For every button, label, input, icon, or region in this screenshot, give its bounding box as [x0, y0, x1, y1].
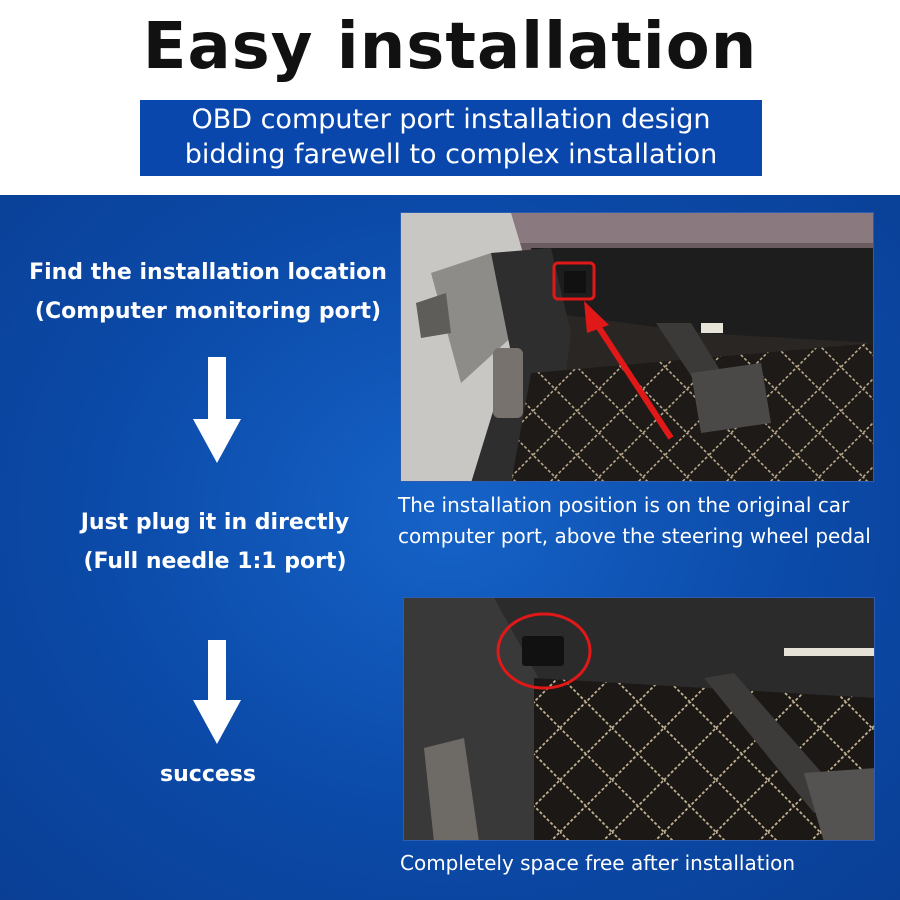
step-find-location-title: Find the installation location — [29, 260, 387, 285]
step-find-location: Find the installation location (Computer… — [18, 260, 398, 324]
red-highlight-circle-icon — [552, 261, 596, 301]
step-plug-in: Just plug it in directly (Full needle 1:… — [30, 510, 400, 574]
subtitle-line-2: bidding farewell to complex installation — [184, 139, 718, 170]
red-highlight-circle-icon — [496, 612, 592, 690]
top-photo-caption-line-1: The installation position is on the orig… — [398, 493, 850, 517]
subtitle-line-1: OBD computer port installation design — [191, 104, 711, 135]
bottom-photo-caption: Completely space free after installation — [400, 851, 796, 875]
installed-device-photo — [403, 597, 875, 841]
down-arrow-icon — [193, 357, 241, 463]
step-find-location-subtitle: (Computer monitoring port) — [34, 299, 382, 324]
top-photo-caption-line-2: computer port, above the steering wheel … — [398, 524, 871, 548]
down-arrow-icon — [193, 640, 241, 744]
obd-port-location-photo — [400, 212, 874, 482]
step-success-title: success — [160, 762, 256, 787]
step-success: success — [108, 762, 308, 787]
header-section: Easy installation OBD computer port inst… — [0, 0, 900, 195]
page-title: Easy installation — [142, 10, 758, 84]
step-plug-in-title: Just plug it in directly — [80, 510, 350, 535]
top-photo-caption: The installation position is on the orig… — [398, 490, 888, 552]
red-pointer-arrow-icon — [593, 321, 674, 440]
step-plug-in-subtitle: (Full needle 1:1 port) — [83, 549, 347, 574]
subtitle-banner: OBD computer port installation design bi… — [140, 100, 762, 176]
